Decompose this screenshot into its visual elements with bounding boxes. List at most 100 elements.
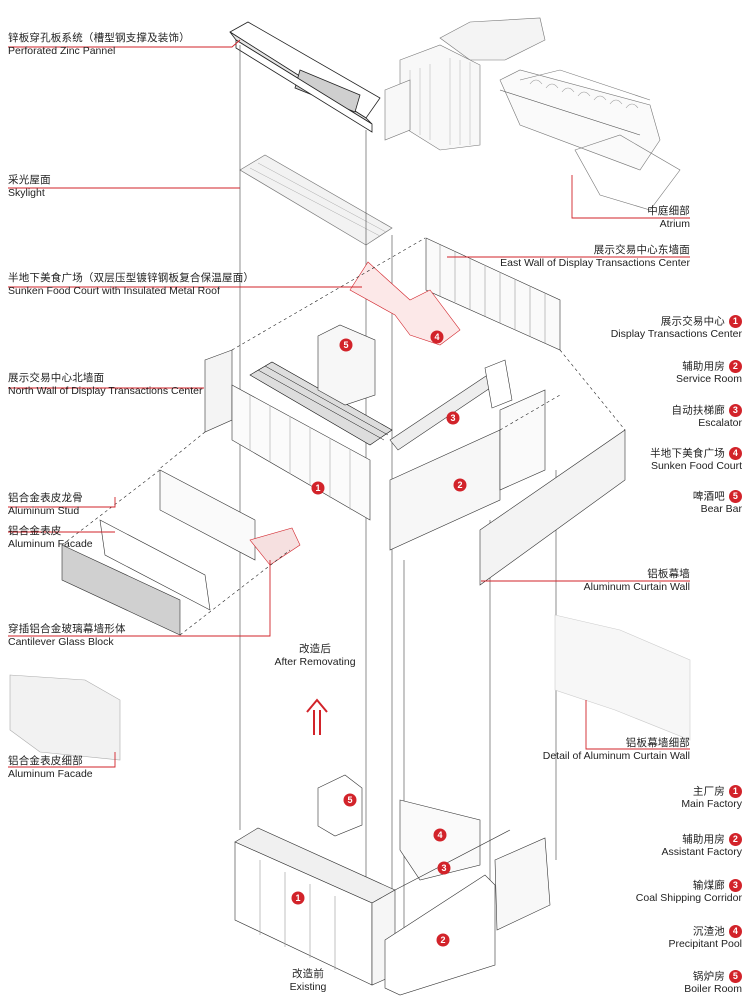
label-east-wall: 展示交易中心东墙面 East Wall of Display Transacti… <box>500 244 690 270</box>
label-zinc-zh: 锌板穿孔板系统（槽型钢支撑及装饰） <box>8 32 190 44</box>
caption-before-en: Existing <box>289 981 327 993</box>
legend-after-1: 展示交易中心 1 Display Transactions Center <box>611 315 742 341</box>
legend-before-2-zh: 辅助用房 <box>682 833 725 846</box>
badge-1-after-text: 1 <box>315 483 320 493</box>
legend-after-2-zh: 辅助用房 <box>682 360 725 373</box>
label-east-wall-en: East Wall of Display Transactions Center <box>500 257 690 269</box>
legend-before-1-badge: 1 <box>729 785 742 798</box>
badge-4-after-text: 4 <box>434 332 439 342</box>
label-atrium: 中庭细部 Atrium <box>647 205 690 231</box>
label-skylight: 采光屋面 Skylight <box>8 174 51 200</box>
badge-3-before-text: 3 <box>441 863 446 873</box>
atrium-drawing <box>384 17 681 211</box>
badge-1-before-text: 1 <box>295 893 300 903</box>
legend-after-3-badge: 3 <box>729 404 742 417</box>
badge-5-before-text: 5 <box>347 795 352 805</box>
badge-1-after: 1 <box>311 481 325 495</box>
label-cantilever-zh: 穿插铝合金玻璃幕墙形体 <box>8 623 126 635</box>
badge-2-after: 2 <box>453 478 467 492</box>
label-facade: 铝合金表皮 Aluminum Facade <box>8 525 93 551</box>
legend-before-5-zh: 锅炉房 <box>692 970 725 983</box>
label-stud: 铝合金表皮龙骨 Aluminum Stud <box>8 492 83 518</box>
legend-after-5-en: Bear Bar <box>700 503 742 516</box>
legend-after-4-en: Sunken Food Court <box>650 460 742 473</box>
legend-after-1-zh: 展示交易中心 <box>660 315 725 328</box>
label-curtain: 铝板幕墙 Aluminum Curtain Wall <box>584 568 690 594</box>
legend-after-1-en: Display Transactions Center <box>610 328 742 341</box>
existing-drawing <box>234 774 551 996</box>
legend-after-3-zh: 自动扶梯廊 <box>671 404 725 417</box>
legend-before-2-badge: 2 <box>729 833 742 846</box>
label-facade-en: Aluminum Facade <box>8 538 93 550</box>
badge-4-before-text: 4 <box>437 830 442 840</box>
badges-before: 5 4 3 1 2 <box>291 793 451 947</box>
legend-after-4-badge: 4 <box>729 447 742 460</box>
label-skylight-zh: 采光屋面 <box>8 174 51 186</box>
label-stud-zh: 铝合金表皮龙骨 <box>8 492 83 504</box>
badge-2-before-text: 2 <box>440 935 445 945</box>
legend-before-4: 沉渣池 4 Precipitant Pool <box>668 925 742 951</box>
curtain-detail-drawing <box>554 614 691 741</box>
legend-before-2-en: Assistant Factory <box>661 846 742 859</box>
caption-before-zh: 改造前 <box>291 968 325 980</box>
facade-detail-drawing <box>9 674 121 761</box>
legend-after-3-en: Escalator <box>698 417 742 430</box>
label-sunken-roof: 半地下美食广场（双层压型镀锌钢板复合保温屋面） Sunken Food Cour… <box>8 272 254 298</box>
label-curtain-detail-en: Detail of Aluminum Curtain Wall <box>542 750 690 762</box>
label-curtain-detail: 铝板幕墙细部 Detail of Aluminum Curtain Wall <box>543 737 690 763</box>
after-arrow-icon <box>306 698 328 735</box>
badge-3-after-text: 3 <box>450 413 455 423</box>
badge-2-after-text: 2 <box>457 480 462 490</box>
legend-before-2: 辅助用房 2 Assistant Factory <box>661 833 742 859</box>
badges-after: 5 4 3 1 2 <box>311 330 467 495</box>
legend-after-2-badge: 2 <box>729 360 742 373</box>
skylight-drawing <box>239 154 393 246</box>
badge-5-after: 5 <box>339 338 353 352</box>
label-facade-detail: 铝合金表皮细部 Aluminum Facade <box>8 755 93 781</box>
label-curtain-zh: 铝板幕墙 <box>647 568 690 580</box>
display-center-drawing <box>61 237 626 636</box>
legend-before-1: 主厂房 1 Main Factory <box>681 785 742 811</box>
label-curtain-detail-zh: 铝板幕墙细部 <box>625 737 690 749</box>
legend-before-3-en: Coal Shipping Corridor <box>635 892 742 905</box>
label-stud-en: Aluminum Stud <box>8 505 80 517</box>
label-facade-zh: 铝合金表皮 <box>8 525 62 537</box>
legend-before-1-zh: 主厂房 <box>692 785 725 798</box>
legend-before-4-zh: 沉渣池 <box>692 925 725 938</box>
badge-4-after: 4 <box>430 330 444 344</box>
label-zinc-en: Perforated Zinc Pannel <box>8 45 116 57</box>
caption-before: 改造前 Existing <box>268 968 348 994</box>
label-cantilever: 穿插铝合金玻璃幕墙形体 Cantilever Glass Block <box>8 623 126 649</box>
badge-1-before: 1 <box>291 891 305 905</box>
label-facade-detail-en: Aluminum Facade <box>8 768 93 780</box>
legend-before-3-zh: 输煤廊 <box>692 879 725 892</box>
label-atrium-en: Atrium <box>659 218 690 230</box>
legend-after-4-zh: 半地下美食广场 <box>650 447 725 460</box>
legend-after-1-badge: 1 <box>729 315 742 328</box>
label-skylight-en: Skylight <box>8 187 45 199</box>
badge-3-before: 3 <box>437 861 451 875</box>
label-sunken-roof-zh: 半地下美食广场（双层压型镀锌钢板复合保温屋面） <box>8 272 255 284</box>
leader-lines <box>8 39 690 768</box>
badge-5-before: 5 <box>343 793 357 807</box>
legend-before-4-badge: 4 <box>729 925 742 938</box>
caption-after-en: After Removating <box>274 656 356 668</box>
badge-4-before: 4 <box>433 828 447 842</box>
label-north-wall-en: North Wall of Display Transactions Cente… <box>8 385 203 397</box>
legend-after-5-badge: 5 <box>729 490 742 503</box>
caption-after-zh: 改造后 <box>298 643 332 655</box>
legend-before-4-en: Precipitant Pool <box>668 938 742 951</box>
label-north-wall-zh: 展示交易中心北墙面 <box>8 372 105 384</box>
badge-2-before: 2 <box>436 933 450 947</box>
label-facade-detail-zh: 铝合金表皮细部 <box>8 755 83 767</box>
label-atrium-zh: 中庭细部 <box>647 205 690 217</box>
badge-3-after: 3 <box>446 411 460 425</box>
zinc-panel-drawing <box>229 21 381 133</box>
legend-before-1-en: Main Factory <box>681 798 742 811</box>
legend-before-5-en: Boiler Room <box>684 983 742 996</box>
